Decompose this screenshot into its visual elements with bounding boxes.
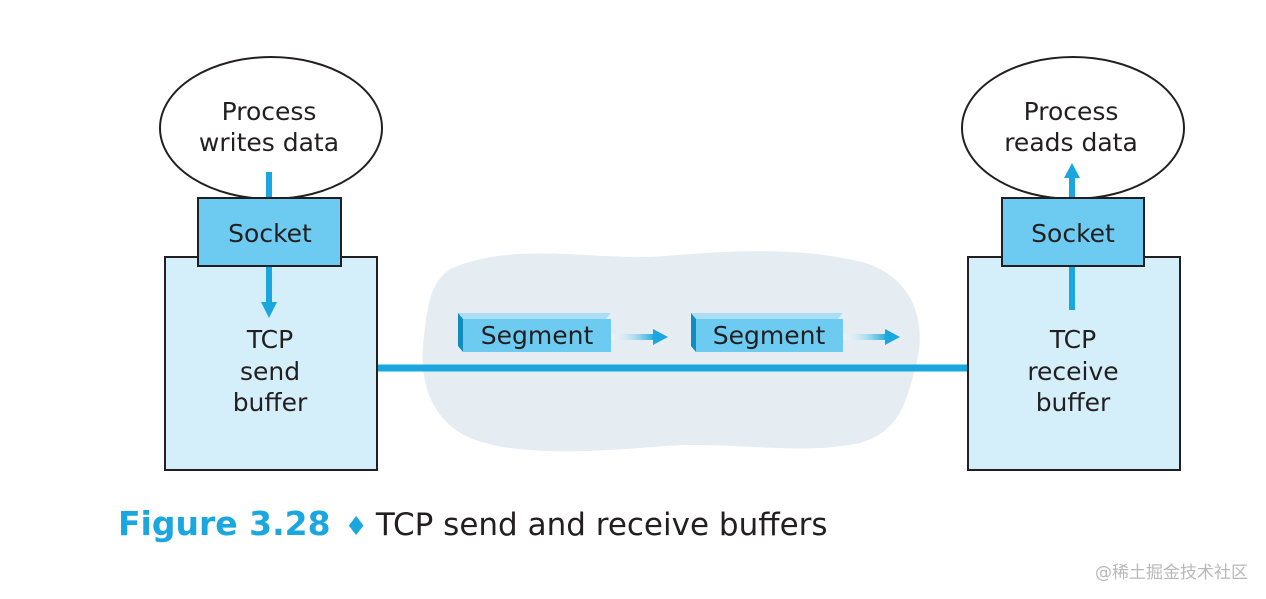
watermark: @稀土掘金技术社区 — [1095, 563, 1248, 583]
segment-2-label: Segment — [713, 321, 826, 350]
receive-buffer-label-line1: TCP — [1049, 325, 1096, 354]
segment-1-top-face — [458, 313, 611, 319]
receiver-socket-label: Socket — [1031, 219, 1115, 248]
segment-1-label: Segment — [481, 321, 594, 350]
network-cloud — [422, 251, 920, 452]
receiver-process-label-line1: Process — [1024, 97, 1119, 126]
send-buffer-label-line3: buffer — [233, 388, 308, 417]
receive-buffer-label-line3: buffer — [1036, 388, 1111, 417]
receiver-process-label-line2: reads data — [1004, 128, 1138, 157]
receiver-arrowhead-up — [1064, 163, 1080, 178]
segment-2-side-face — [691, 313, 696, 352]
send-buffer-label-line1: TCP — [246, 325, 293, 354]
sender-socket-box — [197, 197, 342, 267]
receive-buffer-label-line2: receive — [1027, 357, 1118, 386]
figure-number: Figure 3.28 — [118, 504, 331, 543]
figure-caption: Figure 3.28 ♦TCP send and receive buffers — [118, 500, 828, 554]
caption-diamond-icon: ♦ — [344, 512, 368, 542]
send-buffer-label-line2: send — [240, 357, 300, 386]
sender-socket-label: Socket — [228, 219, 312, 248]
segment-1-arrow-shaft — [611, 334, 655, 340]
segment-2-arrow-shaft — [843, 334, 887, 340]
segment-2-arrowhead — [885, 329, 900, 345]
sender-process-label-line1: Process — [222, 97, 317, 126]
figure-title: TCP send and receive buffers — [375, 507, 828, 543]
sender-process-label-line2: writes data — [199, 128, 339, 157]
segment-2-box — [696, 319, 843, 352]
segment-1-side-face — [458, 313, 463, 352]
segment-2-top-face — [691, 313, 843, 319]
segment-1-box — [463, 319, 611, 352]
receiver-socket-box — [1001, 197, 1145, 267]
sender-arrowhead-down — [261, 302, 277, 318]
segment-1-arrowhead — [653, 329, 668, 345]
